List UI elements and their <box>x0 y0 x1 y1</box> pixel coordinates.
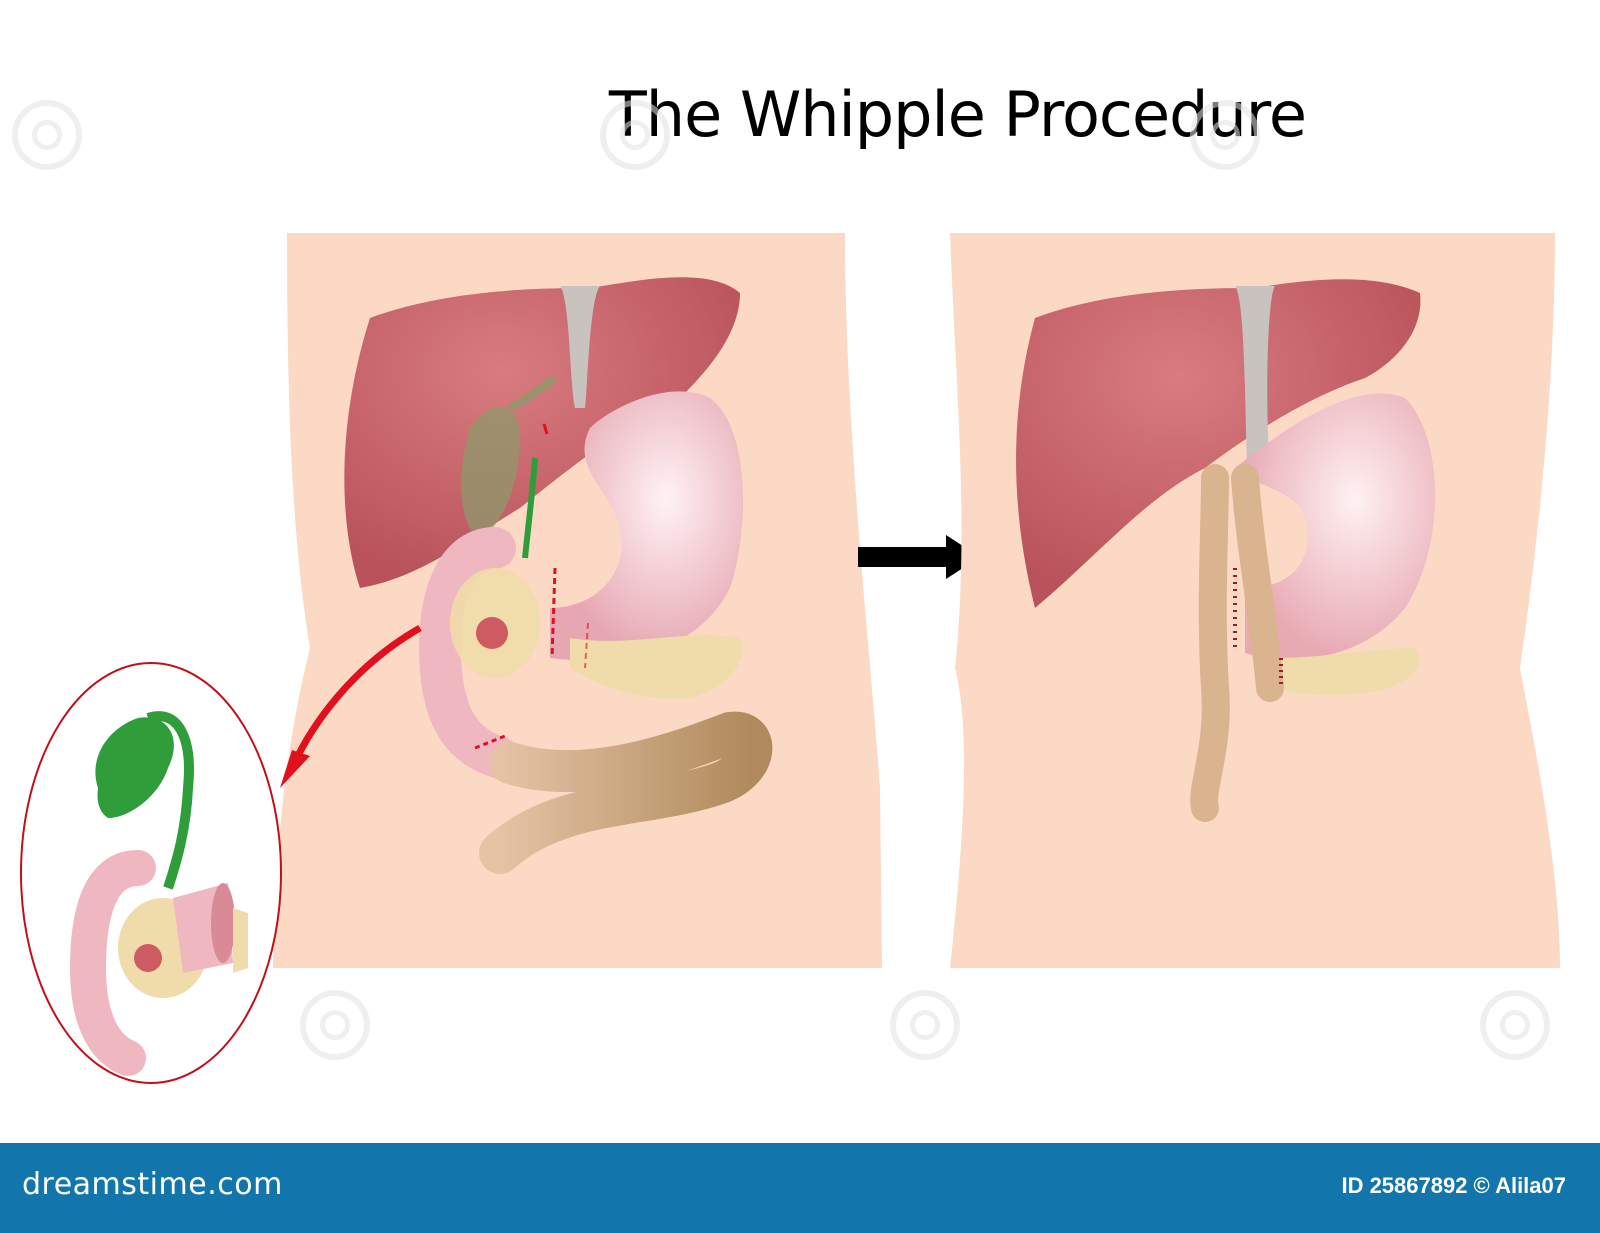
watermark-icon <box>12 100 82 170</box>
watermark-icon <box>890 990 960 1060</box>
watermark-icon <box>600 100 670 170</box>
footer-bar: dreamstime.com ID 25867892 © Alila07 <box>0 1143 1600 1233</box>
before-panel <box>270 228 890 968</box>
watermark-icon <box>300 990 370 1060</box>
after-panel <box>945 228 1565 968</box>
image-id-credit: ID 25867892 © Alila07 <box>1341 1173 1566 1198</box>
brand-logo[interactable]: dreamstime.com <box>22 1167 283 1202</box>
callout-arrow <box>288 624 422 770</box>
diagram-title: The Whipple Procedure <box>608 78 1307 151</box>
resected-specimen-inset <box>8 658 298 1108</box>
watermark-icon <box>1480 990 1550 1060</box>
callout-arrow-head <box>280 750 310 788</box>
watermark-icon <box>1190 100 1260 170</box>
